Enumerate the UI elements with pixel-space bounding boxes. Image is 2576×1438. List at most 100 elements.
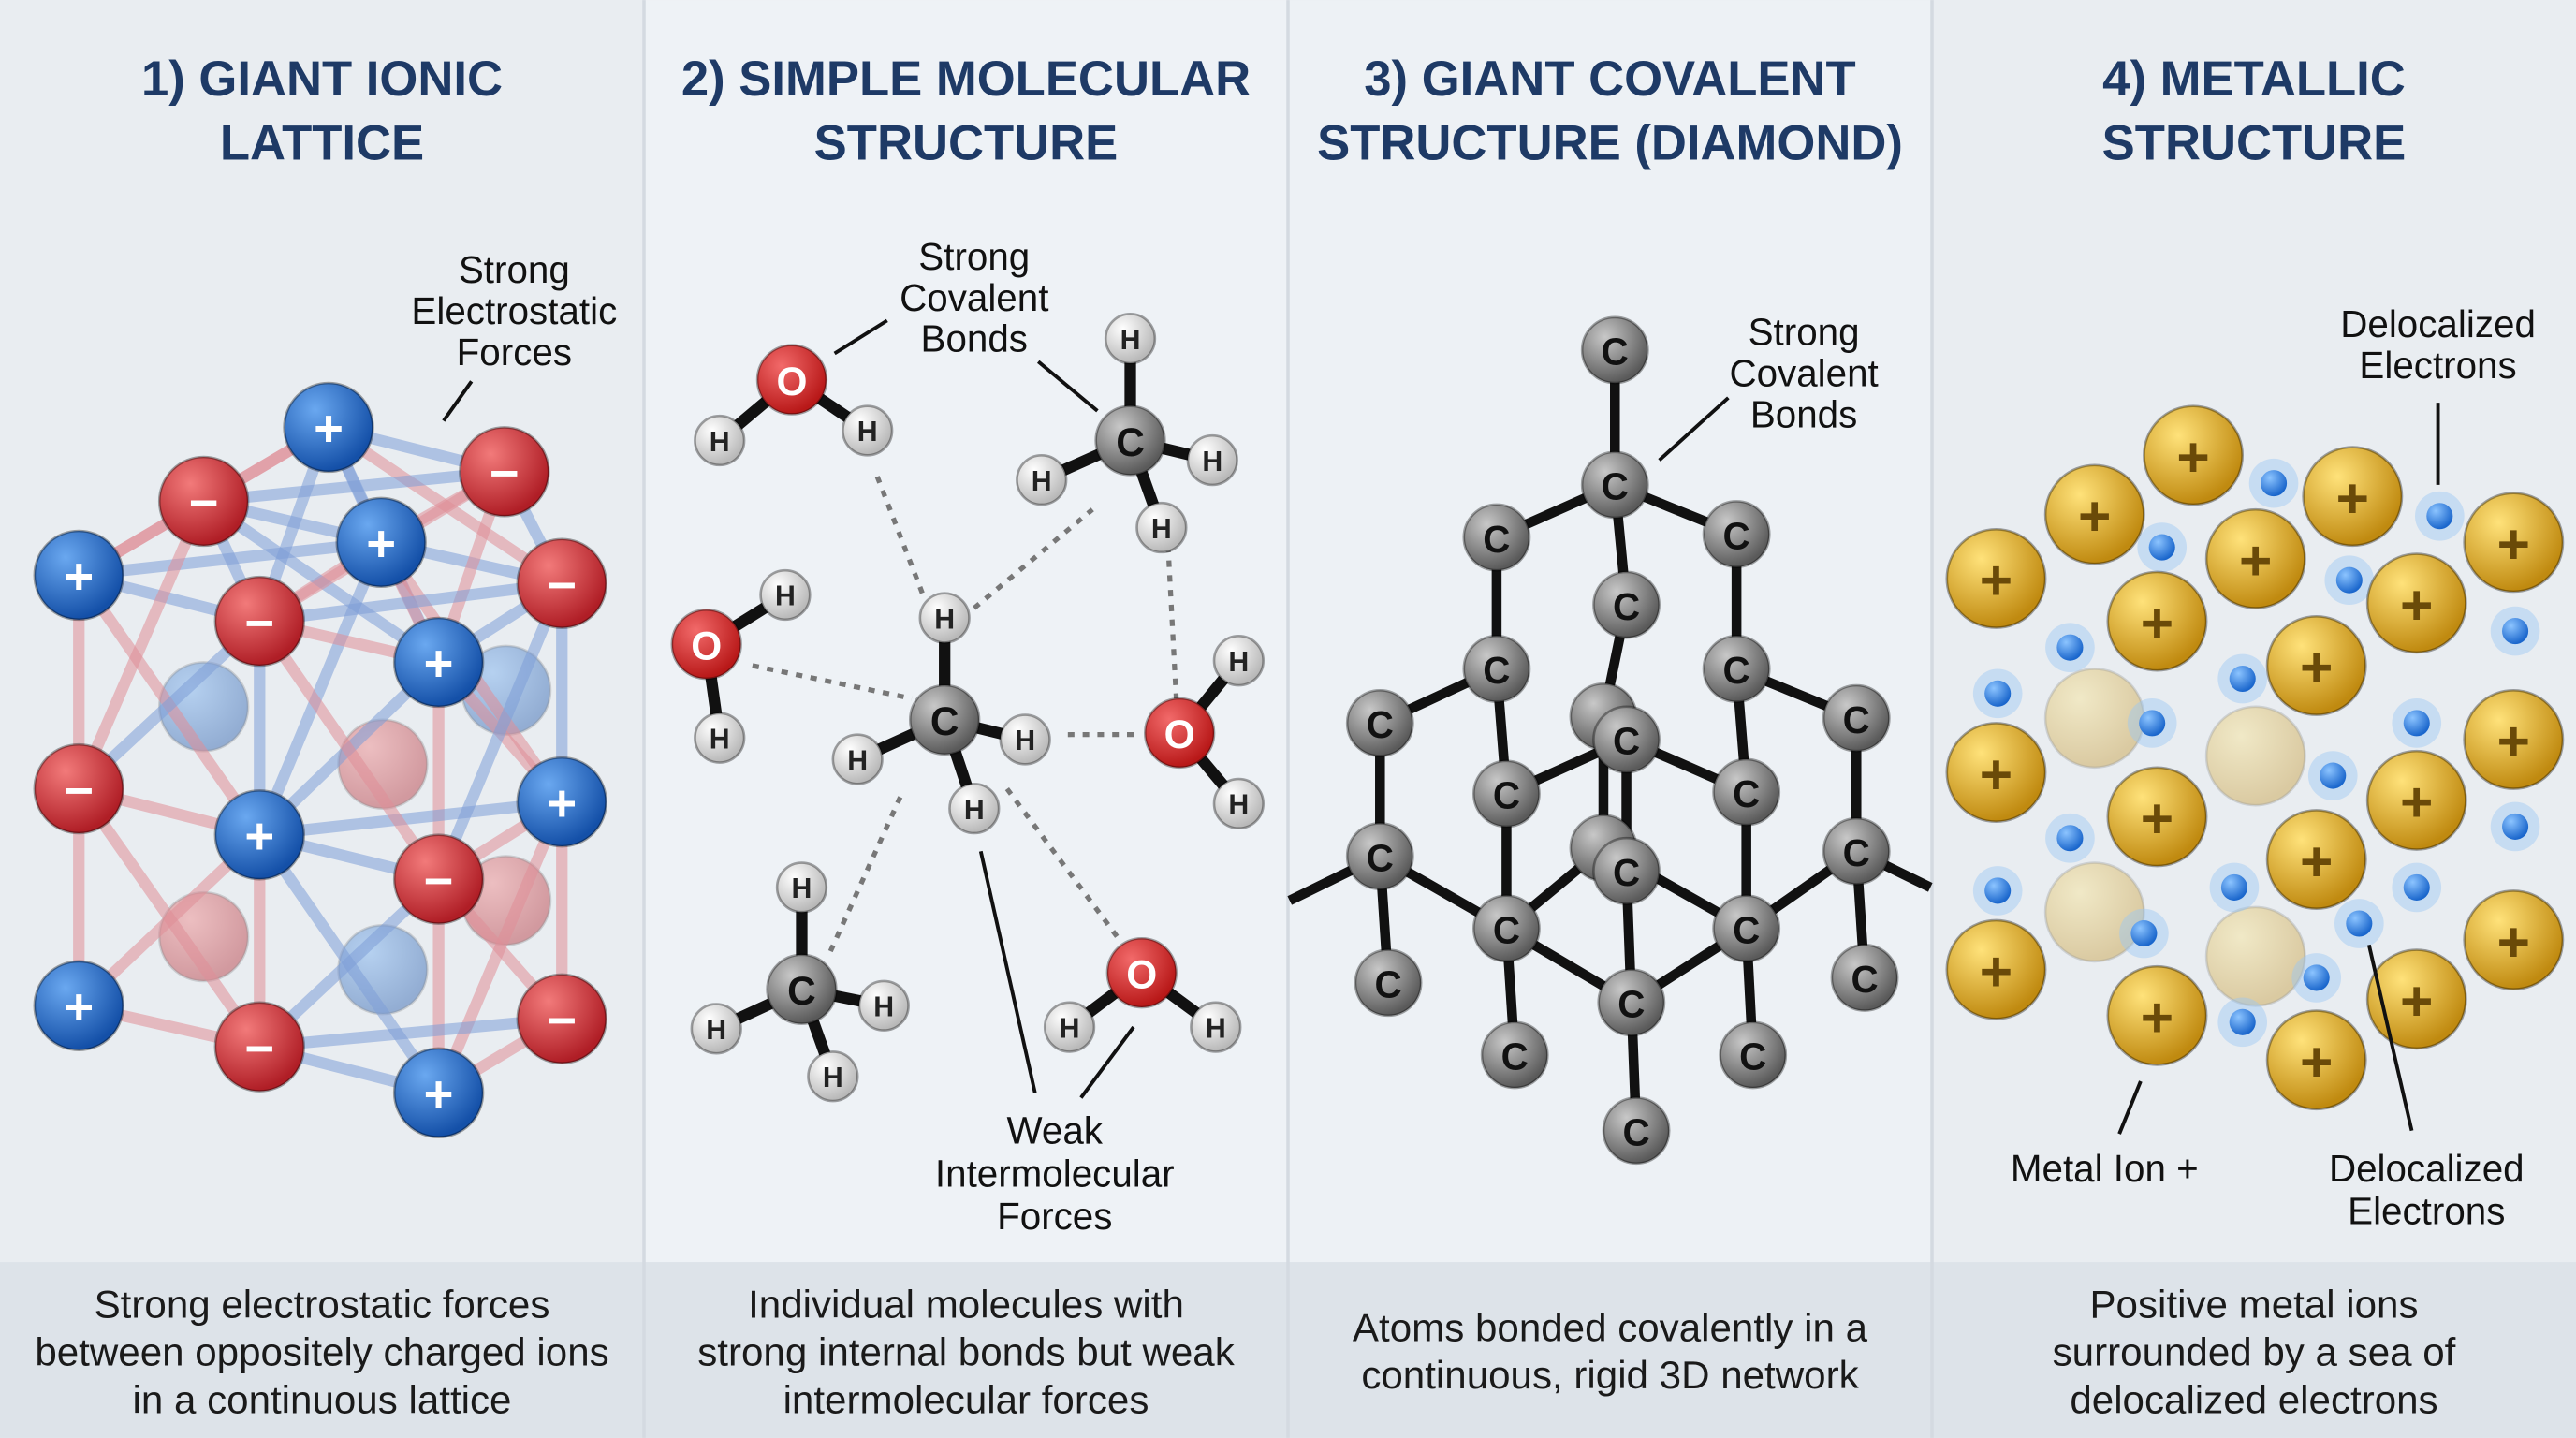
carbon-atom-symbol: C (787, 969, 816, 1013)
hydrogen-atom: H (759, 568, 812, 622)
anion-ion: − (516, 537, 607, 629)
hydrogen-atom-sphere (857, 979, 910, 1032)
carbon-atom-symbol: C (1733, 909, 1760, 952)
leader-line (2366, 944, 2414, 1132)
metal-ion: + (1945, 527, 2047, 629)
panel-caption-line: strong internal bonds but weak (697, 1330, 1235, 1374)
hydrogen-atom: H (857, 979, 910, 1032)
hydrogen-atom-sphere (1104, 313, 1157, 365)
metal-ion-sphere (2265, 614, 2367, 716)
carbon-atom-sphere (1602, 1096, 1671, 1166)
metal-ion-sphere (2365, 948, 2467, 1050)
carbon-atom: C (1472, 759, 1541, 829)
cation-ion: + (392, 616, 485, 709)
leader-line (833, 318, 888, 356)
annotation-label: Bonds (921, 317, 1028, 360)
annotation-label: Strong (918, 235, 1030, 278)
anion-ion: − (516, 973, 607, 1065)
delocalized-electron (2502, 618, 2529, 645)
oxygen-atom-symbol: O (1126, 952, 1157, 996)
metal-ion: + (2365, 552, 2467, 654)
hydrogen-atom-sphere (1043, 1001, 1096, 1053)
panel-caption-line: Atoms bonded covalently in a (1353, 1305, 1868, 1349)
panel-caption-line: surrounded by a sea of (2053, 1330, 2456, 1374)
metal-ion-sphere (2365, 749, 2467, 851)
metal-ion-sphere (2106, 766, 2208, 868)
carbon-atom-symbol: C (1843, 698, 1870, 741)
metal-ion: + (1945, 722, 2047, 824)
panel-caption-line: intermolecular forces (783, 1378, 1149, 1422)
caption-band (644, 1262, 1288, 1438)
carbon-atom-symbol: C (1723, 514, 1750, 557)
cation-ion-symbol: + (314, 401, 344, 458)
oxygen-atom: O (1105, 936, 1178, 1009)
carbon-atom-sphere (1597, 968, 1666, 1037)
carbon-atom-sphere (1354, 948, 1423, 1018)
anion-ion: − (459, 426, 550, 518)
metal-ion-background (2204, 905, 2306, 1007)
anion-ion-sphere (213, 1001, 306, 1093)
carbon-atom: C (1462, 635, 1531, 703)
metal-ion-symbol: + (2239, 529, 2272, 593)
carbon-atom-sphere (1830, 944, 1899, 1012)
panel-caption-line: continuous, rigid 3D network (1361, 1353, 1859, 1397)
caption-band (0, 1262, 644, 1438)
metal-ion-background (2204, 705, 2306, 807)
leader-line (442, 380, 474, 422)
delocalized-electron (2335, 566, 2363, 594)
metal-ion-symbol: + (2300, 636, 2333, 699)
metal-ion-background-sphere (2204, 705, 2306, 807)
carbon-atom-symbol: C (1617, 983, 1645, 1026)
metal-ion: + (2365, 948, 2467, 1050)
anion-ion: − (33, 742, 124, 835)
carbon-atom-sphere (1345, 822, 1414, 890)
hydrogen-atom-symbol: H (823, 1063, 843, 1093)
hydrogen-atom-symbol: H (964, 795, 985, 826)
metal-ion-symbol: + (2497, 512, 2530, 576)
hydrogen-atom: H (918, 592, 971, 644)
electrostatic-force-arrow (254, 536, 388, 841)
annotation-label: Delocalized (2340, 302, 2536, 345)
carbon-atom-sphere (766, 953, 838, 1025)
cation-ion: + (516, 756, 607, 848)
carbon-atom-sphere (1580, 450, 1649, 520)
cation-ion: + (392, 1047, 485, 1138)
delocalized-electron (2056, 634, 2084, 661)
carbon-atom: C (766, 953, 838, 1025)
delocalized-electron (2346, 910, 2373, 937)
hydrogen-atom-symbol: H (792, 873, 812, 904)
panel-background (644, 0, 1288, 1263)
hydrogen-atom: H (1016, 453, 1068, 506)
panel-caption-line: Positive metal ions (2089, 1283, 2418, 1327)
hydrogen-atom-sphere (1135, 501, 1188, 554)
metal-ion-symbol: + (1980, 549, 2012, 612)
caption-band (1288, 1262, 1932, 1438)
hydrogen-atom-symbol: H (1120, 325, 1141, 356)
hydrogen-atom: H (1212, 635, 1265, 687)
cation-ion-sphere (213, 789, 306, 881)
hydrogen-atom: H (775, 861, 828, 914)
cation-ion-symbol: + (424, 1066, 454, 1123)
carbon-atom-sphere (1094, 404, 1166, 477)
hydrogen-atom-symbol: H (710, 724, 730, 755)
hydrogen-atom: H (1104, 313, 1157, 365)
hydrogen-atom: H (831, 733, 884, 785)
caption-band (1932, 1262, 2576, 1438)
anion-ion-sphere (157, 455, 250, 548)
carbon-atom-symbol: C (1501, 1035, 1529, 1078)
carbon-atom-symbol: C (1843, 831, 1870, 874)
metal-ion-sphere (1945, 722, 2047, 824)
metal-ion-symbol: + (2400, 770, 2433, 834)
carbon-atom-symbol: C (1623, 1110, 1650, 1153)
metal-ion-symbol: + (2300, 1030, 2333, 1093)
panel-title-line: 2) SIMPLE MOLECULAR (681, 51, 1251, 107)
hydrogen-atom-sphere (1016, 453, 1068, 506)
carbon-atom: C (1702, 635, 1771, 703)
leader-line (978, 850, 1037, 1093)
carbon-atom-sphere (1345, 688, 1414, 757)
carbon-atom: C (1712, 894, 1781, 963)
oxygen-atom-symbol: O (776, 360, 807, 404)
carbon-atom-symbol: C (1613, 585, 1640, 628)
